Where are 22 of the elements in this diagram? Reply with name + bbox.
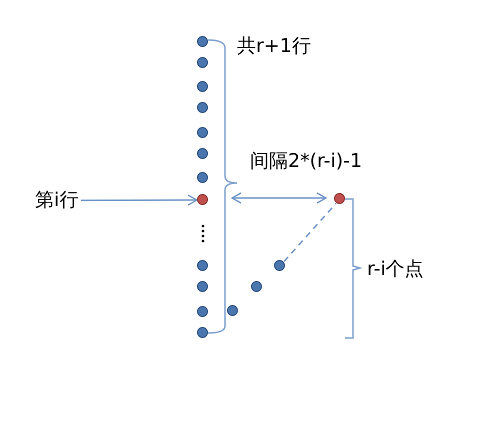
dot <box>197 260 208 271</box>
dot <box>227 305 238 316</box>
dot <box>197 327 208 338</box>
dot <box>251 281 262 292</box>
dot <box>197 102 208 113</box>
dot <box>197 306 208 317</box>
brace-label: 共r+1行 <box>237 37 311 56</box>
dot <box>197 57 208 68</box>
highlighted-dot <box>197 194 208 205</box>
dot <box>197 148 208 159</box>
dot <box>197 36 208 47</box>
arrow <box>81 194 198 206</box>
count-label: r-i个点 <box>367 260 424 279</box>
dot <box>197 127 208 138</box>
dot <box>197 281 208 292</box>
dashed-line <box>283 202 337 262</box>
highlighted-dot <box>334 193 345 204</box>
dot <box>197 172 208 183</box>
row-label: 第i行 <box>35 191 78 210</box>
dot <box>274 260 285 271</box>
dot <box>197 81 208 92</box>
gap-label: 间隔2*(r-i)-1 <box>250 152 362 171</box>
